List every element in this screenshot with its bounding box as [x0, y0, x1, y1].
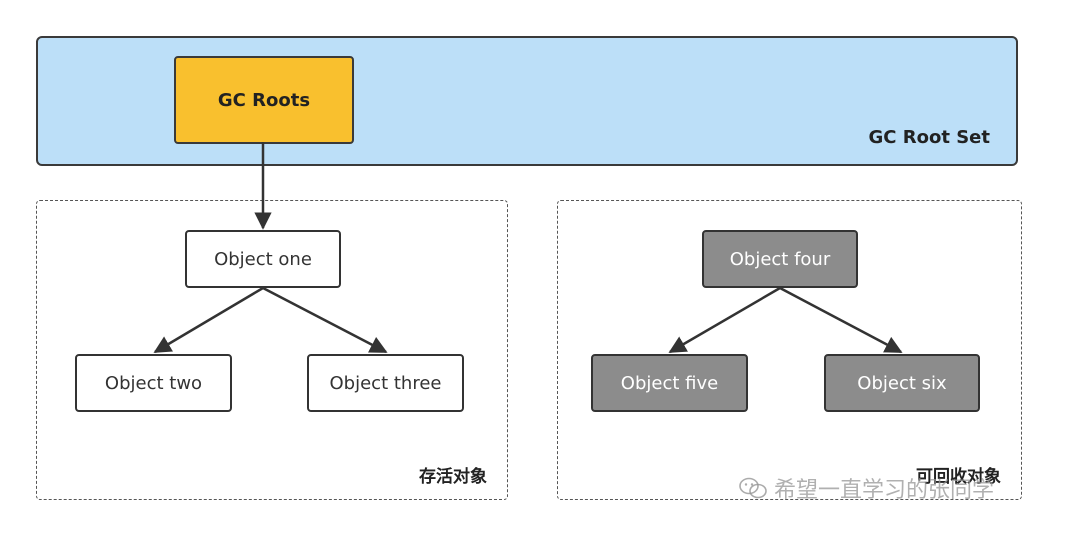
object-six: Object six [824, 354, 980, 412]
watermark-text: 希望一直学习的张同学 [774, 478, 995, 503]
object-three: Object three [307, 354, 464, 412]
watermark: 希望一直学习的张同学 [738, 472, 994, 504]
live-objects-group: 存活对象 [36, 200, 508, 500]
object-two: Object two [75, 354, 232, 412]
wechat-icon [739, 477, 767, 499]
reclaimable-objects-group: 可回收对象 [557, 200, 1022, 500]
object-five: Object five [591, 354, 748, 412]
gc-roots-node: GC Roots [174, 56, 354, 144]
gc-root-set-label: GC Root Set [868, 127, 991, 148]
object-one: Object one [185, 230, 341, 288]
object-four: Object four [702, 230, 858, 288]
live-objects-label: 存活对象 [419, 467, 487, 487]
reclaimable-objects-label: 可回收对象 [916, 467, 1001, 487]
